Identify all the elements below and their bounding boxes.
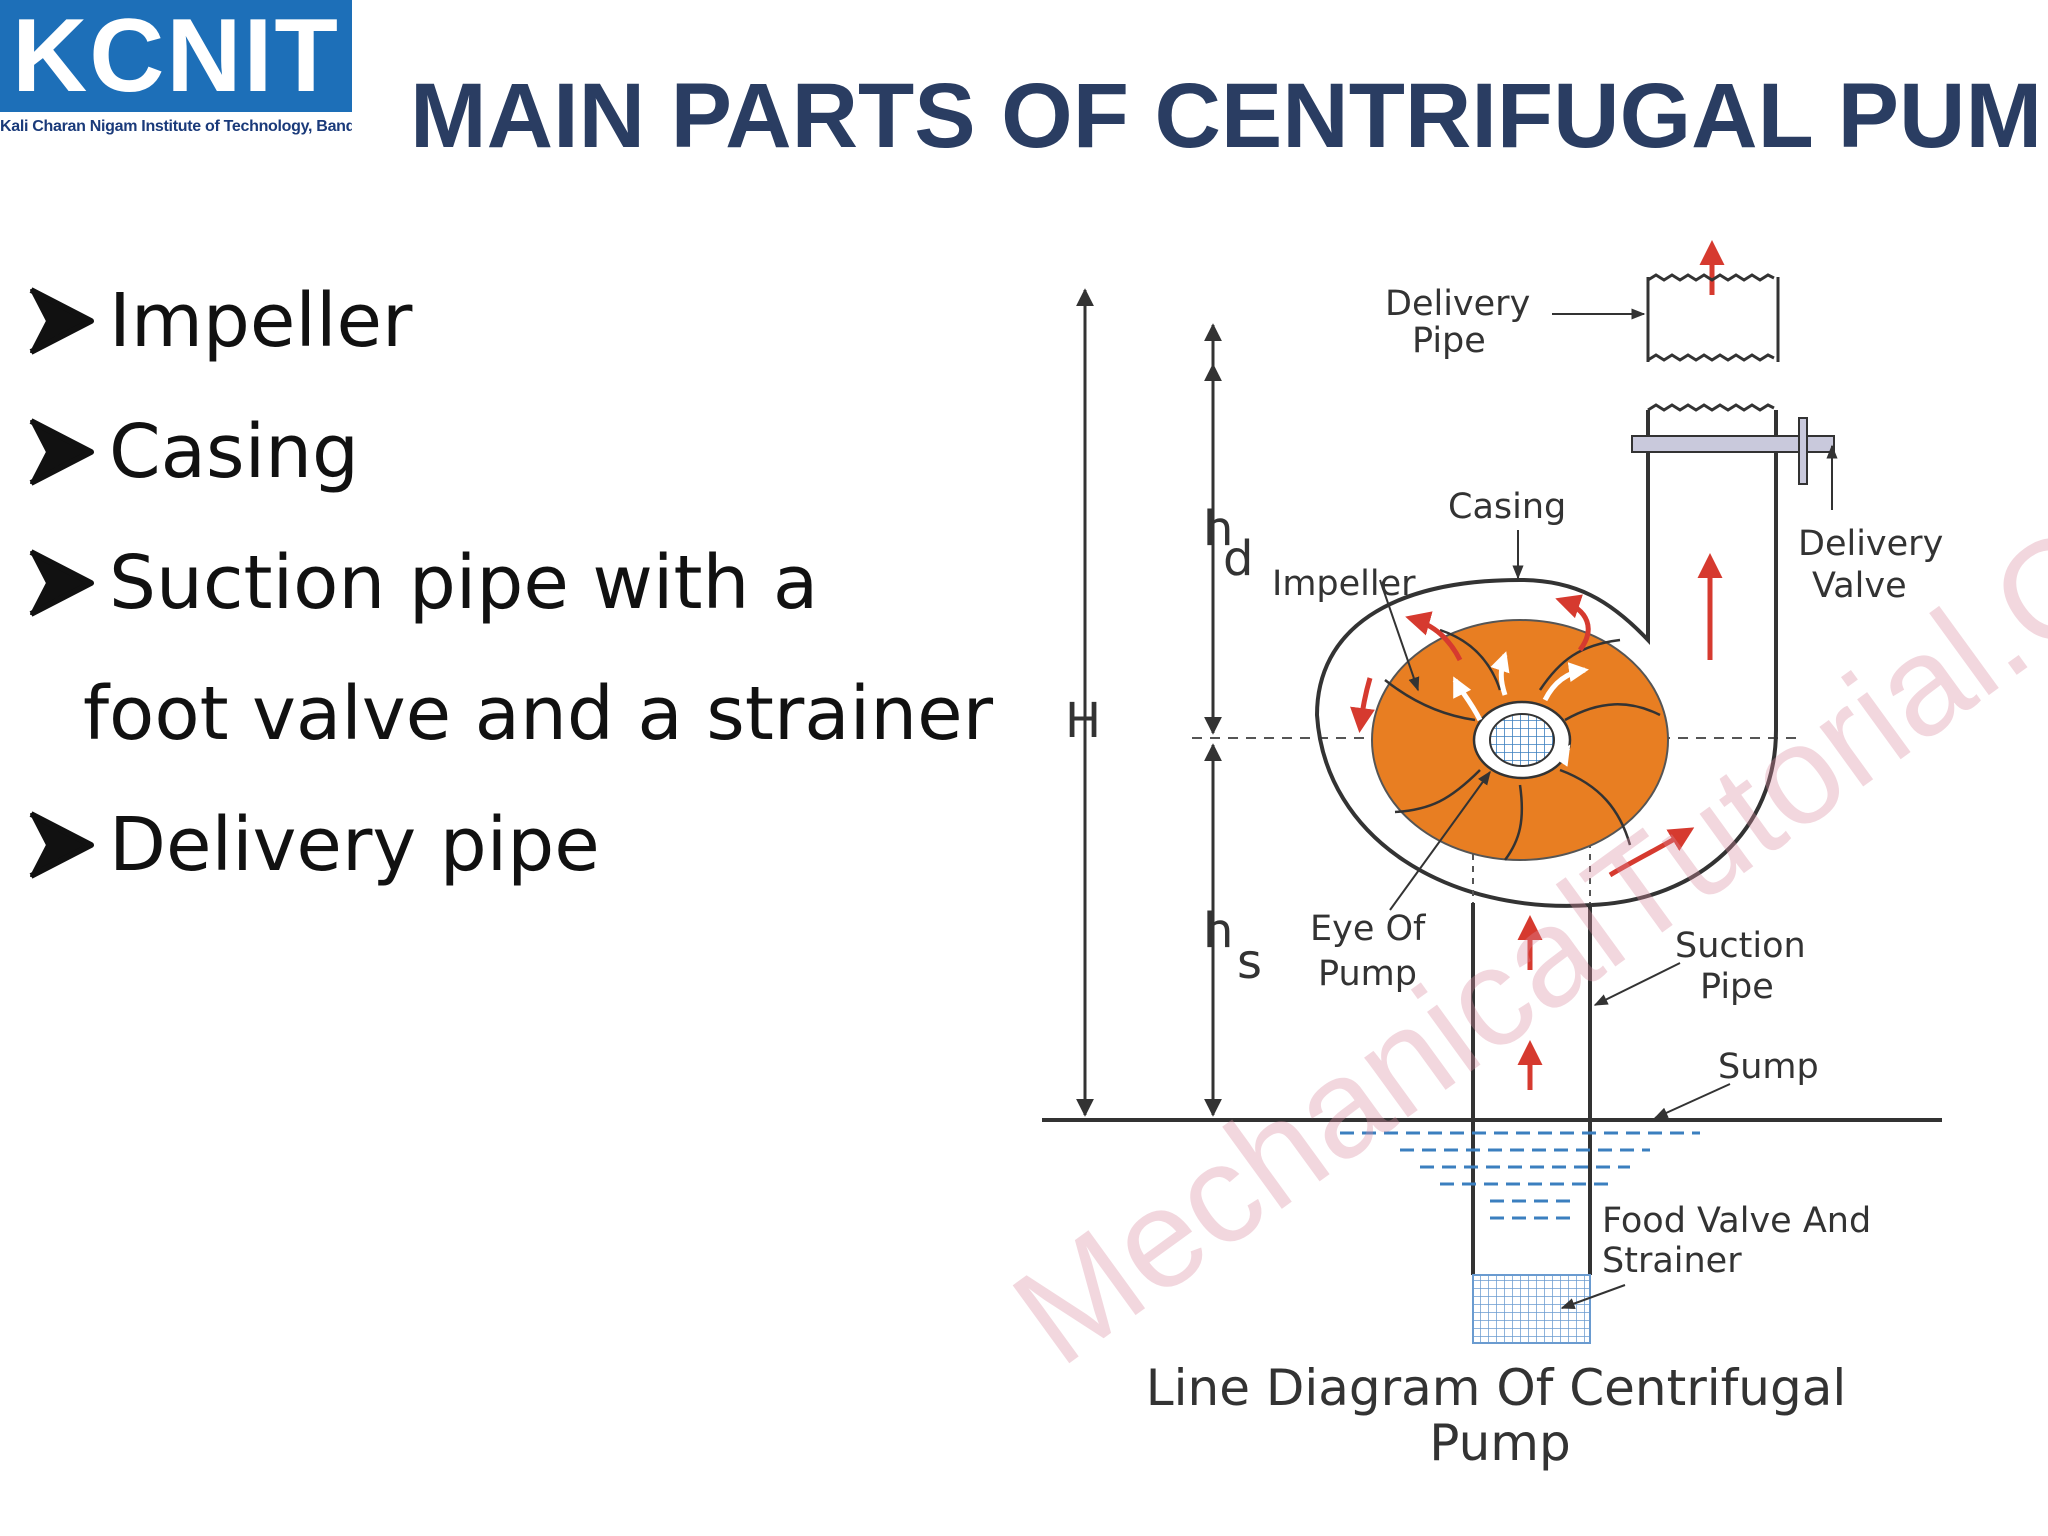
bullet-item: Impeller (25, 255, 1025, 386)
suction-head-subscript: s (1237, 934, 1262, 990)
bullet-text: Suction pipe with a (109, 539, 819, 626)
delivery-pipe-label-line1: Delivery (1385, 284, 1530, 324)
delivery-valve-label-line1: Delivery (1798, 524, 1943, 564)
eye-of-pump-label-line2: Pump (1318, 954, 1417, 994)
logo-graphic (0, 0, 352, 112)
delivery-pipe (1646, 273, 1780, 412)
impeller-white-arrows (1452, 651, 1589, 773)
total-head-label: H (1065, 693, 1101, 749)
bullet-arrow-icon (29, 548, 94, 617)
bullet-text: Casing (109, 408, 360, 495)
delivery-pipe-label-line2: Pipe (1412, 321, 1486, 361)
delivery-head-subscript: d (1223, 531, 1253, 587)
kcnit-logo: KCNIT Kali Charan Nigam Institute of Tec… (0, 0, 352, 150)
sump-water (1340, 1131, 1700, 1220)
delivery-valve-handle (1798, 417, 1808, 485)
diagram-caption-line2: Pump (1429, 1414, 1570, 1472)
bullet-text: Delivery pipe (109, 801, 600, 888)
impeller-vanes (1384, 628, 1661, 861)
logo-subtitle: Kali Charan Nigam Institute of Technolog… (0, 118, 352, 135)
bullet-continuation: foot valve and a strainer (25, 648, 1025, 779)
casing-volute (1314, 410, 1650, 908)
strainer (1472, 1274, 1591, 1344)
flow-arrows (1350, 240, 1725, 1090)
foot-valve-label-line2: Strainer (1602, 1241, 1742, 1281)
suction-head-label: h (1203, 903, 1233, 959)
bullet-text: foot valve and a strainer (83, 670, 994, 757)
sump-label: Sump (1718, 1047, 1819, 1087)
casing-outer-wall (1591, 410, 1778, 907)
eye-of-pump-label-line1: Eye Of (1310, 909, 1426, 949)
delivery-head-label: h (1203, 501, 1233, 557)
slide-title: MAIN PARTS OF CENTRIFUGAL PUMP (410, 65, 2048, 167)
bullet-list: Impeller Casing Suction pipe with a foot… (25, 255, 1025, 910)
impeller-shaft (1489, 713, 1555, 767)
diagram-caption-line1: Line Diagram Of Centrifugal (1146, 1359, 1847, 1417)
bullet-arrow-icon (29, 417, 94, 486)
bullet-arrow-icon (29, 810, 94, 879)
bullet-text: Impeller (109, 277, 413, 364)
leader-lines (1379, 308, 1838, 1309)
suction-pipe-label-line2: Pipe (1700, 967, 1774, 1007)
suction-pipe-label-line1: Suction (1675, 926, 1806, 966)
bullet-arrow-icon (29, 286, 94, 355)
foot-valve-label-line1: Food Valve And (1602, 1201, 1871, 1241)
delivery-valve-label-line2: Valve (1812, 566, 1907, 606)
delivery-valve (1631, 435, 1835, 453)
casing-label: Casing (1448, 487, 1566, 527)
impeller-label: Impeller (1272, 564, 1416, 604)
logo-background (0, 0, 352, 112)
bullet-item: Suction pipe with a (25, 517, 1025, 648)
bullet-item: Delivery pipe (25, 779, 1025, 910)
logo-text: KCNIT (12, 0, 340, 114)
bullet-item: Casing (25, 386, 1025, 517)
